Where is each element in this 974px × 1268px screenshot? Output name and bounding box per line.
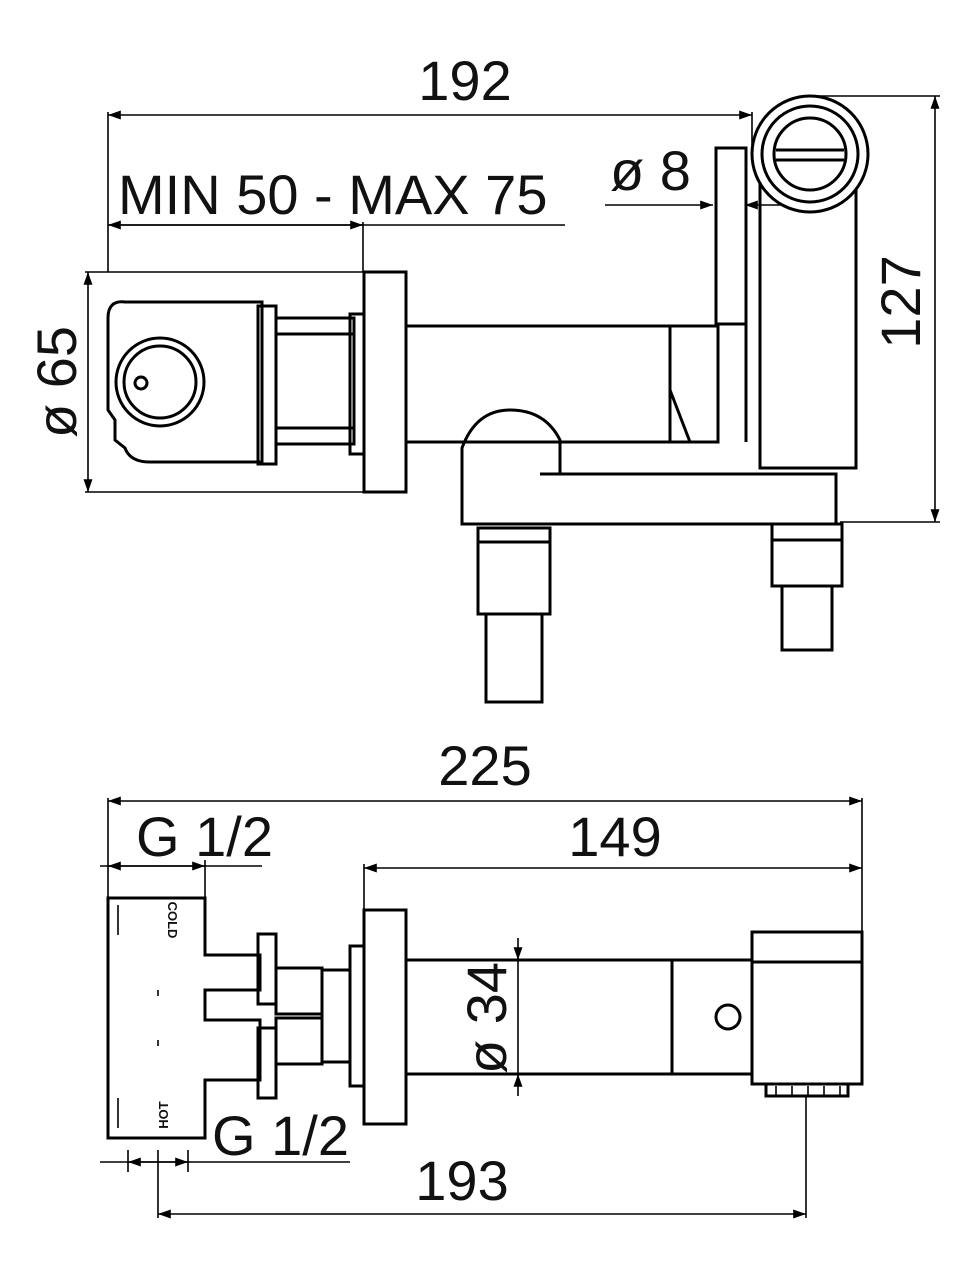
dim-inlet-top-label: G 1/2 <box>136 805 273 868</box>
inlet-body: COLD HOT <box>106 896 262 1140</box>
hot-label: HOT <box>156 1101 171 1129</box>
spout-arm <box>404 146 748 444</box>
dim-height-label: 127 <box>869 255 932 348</box>
dim-pin-diameter-label: ø 8 <box>610 139 691 202</box>
dimension-inlet-bottom: G 1/2 <box>100 1104 350 1172</box>
valve-body <box>106 300 366 466</box>
dim-tube-diameter-label: ø 34 <box>455 962 518 1074</box>
front-view: 192 MIN 50 - MAX 75 ø 8 ø 65 127 <box>25 49 940 704</box>
dim-wall-range-label: MIN 50 - MAX 75 <box>118 163 547 226</box>
dimension-centers: 193 <box>157 1096 807 1219</box>
dimension-tube-diameter: ø 34 <box>455 938 523 1096</box>
dimension-overall-width: 192 <box>107 49 753 272</box>
dimension-total-length: 225 <box>107 734 863 932</box>
hand-shower-plan <box>750 930 864 1098</box>
dimension-projection: 149 <box>363 805 862 910</box>
dim-projection-label: 149 <box>568 805 661 868</box>
wall-plate <box>362 270 408 494</box>
dimension-body-diameter: ø 65 <box>25 271 365 493</box>
dim-total-length-label: 225 <box>438 734 531 797</box>
inlet-fittings <box>256 932 366 1100</box>
dim-inlet-bottom-label: G 1/2 <box>212 1104 349 1167</box>
hand-shower <box>750 94 870 470</box>
hose-connector <box>460 408 844 704</box>
plan-view: 225 G 1/2 149 COLD HOT <box>100 734 864 1219</box>
dimension-pin-diameter: ø 8 <box>605 139 785 210</box>
dimension-inlet-top: G 1/2 <box>100 805 273 898</box>
wall-plate-plan <box>362 908 408 1126</box>
dim-overall-width-label: 192 <box>418 49 511 112</box>
dim-body-diameter-label: ø 65 <box>25 326 88 438</box>
dimension-wall-range: MIN 50 - MAX 75 <box>108 163 565 272</box>
dimension-height: 127 <box>810 95 940 523</box>
dim-centers-label: 193 <box>415 1149 508 1212</box>
cold-label: COLD <box>165 902 180 939</box>
